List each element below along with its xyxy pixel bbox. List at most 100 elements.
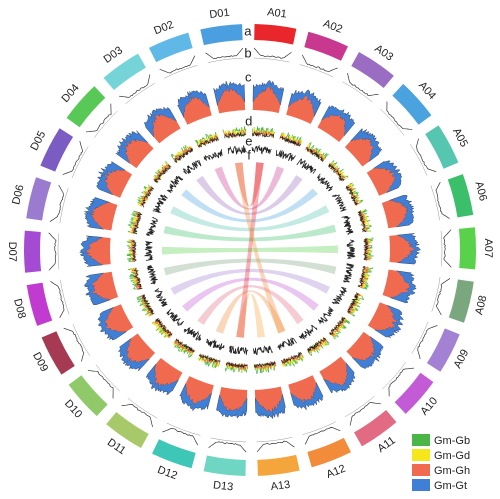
track-d-spikes-d13-3 — [225, 361, 248, 369]
ideogram-band-a02 — [304, 31, 348, 61]
track-d-spikes-a04-2 — [328, 162, 346, 182]
chromosome-label-a10: A10 — [418, 395, 440, 418]
legend-label-gm-gd: Gm-Gd — [434, 450, 470, 462]
track-b-profile-d04 — [86, 103, 112, 133]
ideogram-band-d02 — [148, 32, 193, 63]
chromosome-label-d10: D10 — [62, 398, 84, 421]
track-b-axis-d04 — [93, 110, 118, 138]
track-letter-c: c — [245, 69, 252, 84]
track-d-spikes-a08-2 — [359, 266, 370, 288]
chromosome-label-d04: D04 — [59, 82, 81, 105]
ideogram-band-d10 — [68, 375, 108, 417]
track-letter-b: b — [244, 45, 251, 60]
synteny-ribbon-a01-d01 — [234, 162, 264, 207]
track-b-axis-a03 — [342, 81, 373, 103]
track-d-spikes-a05-3 — [345, 185, 358, 206]
track-c-base-d04 — [124, 139, 154, 169]
track-e-spikes-d03 — [183, 159, 202, 175]
chromosome-label-d11: D11 — [105, 436, 128, 457]
legend-label-gm-gt: Gm-Gt — [434, 480, 467, 492]
track-d-spikes-a01-1 — [251, 127, 275, 138]
chromosome-label-d13: D13 — [212, 479, 233, 493]
track-b-profile-a06 — [435, 182, 450, 219]
track-c-base-d05 — [103, 169, 133, 198]
synteny-ribbon-a08-d08 — [163, 258, 337, 276]
track-c-base-a06 — [381, 200, 408, 229]
chromosome-label-a03: A03 — [372, 43, 395, 64]
track-d-spikes-a06-3 — [358, 210, 367, 233]
track-b-axis-a08 — [431, 276, 441, 312]
track-b-profile-a10 — [388, 367, 414, 397]
track-b-profile-d11 — [121, 403, 153, 427]
track-d-spikes-d07-3 — [131, 239, 138, 262]
track-e-spikes-d12 — [206, 338, 225, 351]
track-d-spikes-d12-2 — [199, 353, 221, 365]
track-c-base-a09 — [367, 302, 397, 330]
chromosome-label-a08: A08 — [473, 294, 489, 316]
synteny-ribbon-a12-d01 — [234, 162, 286, 334]
track-e-spikes-d08 — [146, 265, 159, 285]
track-b-profile-a09 — [417, 325, 438, 359]
track-b-profile-a12 — [304, 427, 341, 445]
synteny-ribbon-a11-d11 — [197, 285, 304, 325]
track-e-spikes-d06 — [146, 216, 159, 237]
track-b-axis-a11 — [344, 396, 375, 417]
chromosome-label-a12: A12 — [325, 463, 348, 481]
track-c-base-a10 — [346, 331, 376, 361]
ideogram-band-d09 — [41, 331, 75, 375]
chromosome-label-a02: A02 — [321, 18, 344, 36]
ideogram-band-d06 — [26, 177, 52, 221]
track-c-base-d13 — [219, 387, 248, 411]
track-c-base-d03 — [152, 114, 181, 144]
track-b-profile-a04 — [386, 101, 413, 130]
track-c-top-a05 — [373, 160, 402, 194]
track-b-axis-d05 — [71, 146, 89, 179]
track-b-profile-d02 — [159, 55, 196, 74]
track-d-spikes-d11-3 — [175, 338, 195, 353]
chromosome-label-a05: A05 — [450, 126, 470, 149]
chromosome-label-a01: A01 — [267, 6, 288, 20]
track-d-spikes-a02-3 — [280, 136, 302, 147]
ideogram-band-a04 — [392, 83, 432, 125]
track-b-profile-a01 — [253, 47, 292, 59]
track-d-spikes-a11-3 — [307, 337, 327, 353]
track-e-spikes-a13 — [253, 345, 274, 356]
track-e-spikes-a05 — [332, 194, 347, 212]
track-e-spikes-d02 — [203, 149, 223, 161]
synteny-ribbon-a09-d09 — [170, 268, 330, 295]
track-e-spikes-a07 — [346, 239, 356, 259]
track-d-spikes-a10-3 — [329, 317, 346, 336]
track-b-axis-a13 — [256, 437, 293, 443]
track-b-axis-a07 — [440, 230, 443, 267]
track-b-axis-d06 — [59, 188, 69, 224]
track-c-base-d12 — [185, 376, 214, 405]
track-d-spikes-d03-3 — [174, 147, 194, 163]
synteny-ribbon-a01-d13 — [236, 162, 264, 338]
track-b-profile-a05 — [415, 138, 437, 173]
track-e-spikes-d05 — [152, 194, 168, 213]
track-e-spikes-d09 — [154, 288, 168, 307]
track-c-top-d02 — [177, 90, 210, 118]
track-b-profile-a13 — [256, 440, 295, 453]
track-b-axis-d03 — [125, 83, 156, 104]
track-b-axis-d09 — [72, 324, 91, 357]
track-d-spikes-d04-3 — [154, 164, 172, 183]
track-letter-a: a — [244, 23, 252, 38]
track-letter-f: f — [247, 147, 251, 162]
track-d-spikes-d12-3 — [198, 354, 221, 364]
ideogram-band-a12 — [307, 437, 352, 468]
track-d-spikes-a05-2 — [346, 185, 360, 206]
track-letter-d: d — [245, 113, 252, 128]
track-e-spikes-a03 — [296, 158, 317, 174]
chromosome-ideogram — [23, 24, 477, 476]
track-d-spikes-d06-3 — [133, 211, 143, 235]
track-d-spikes-a03-1 — [305, 143, 326, 162]
synteny-ribbon-a10-d10 — [182, 277, 319, 312]
track-e-spikes-a06 — [341, 215, 354, 235]
chromosome-label-a11: A11 — [375, 434, 397, 455]
track-e-spikes-d04 — [166, 175, 184, 193]
synteny-ribbon-a03-d03 — [196, 175, 303, 215]
data-tracks — [48, 47, 452, 453]
